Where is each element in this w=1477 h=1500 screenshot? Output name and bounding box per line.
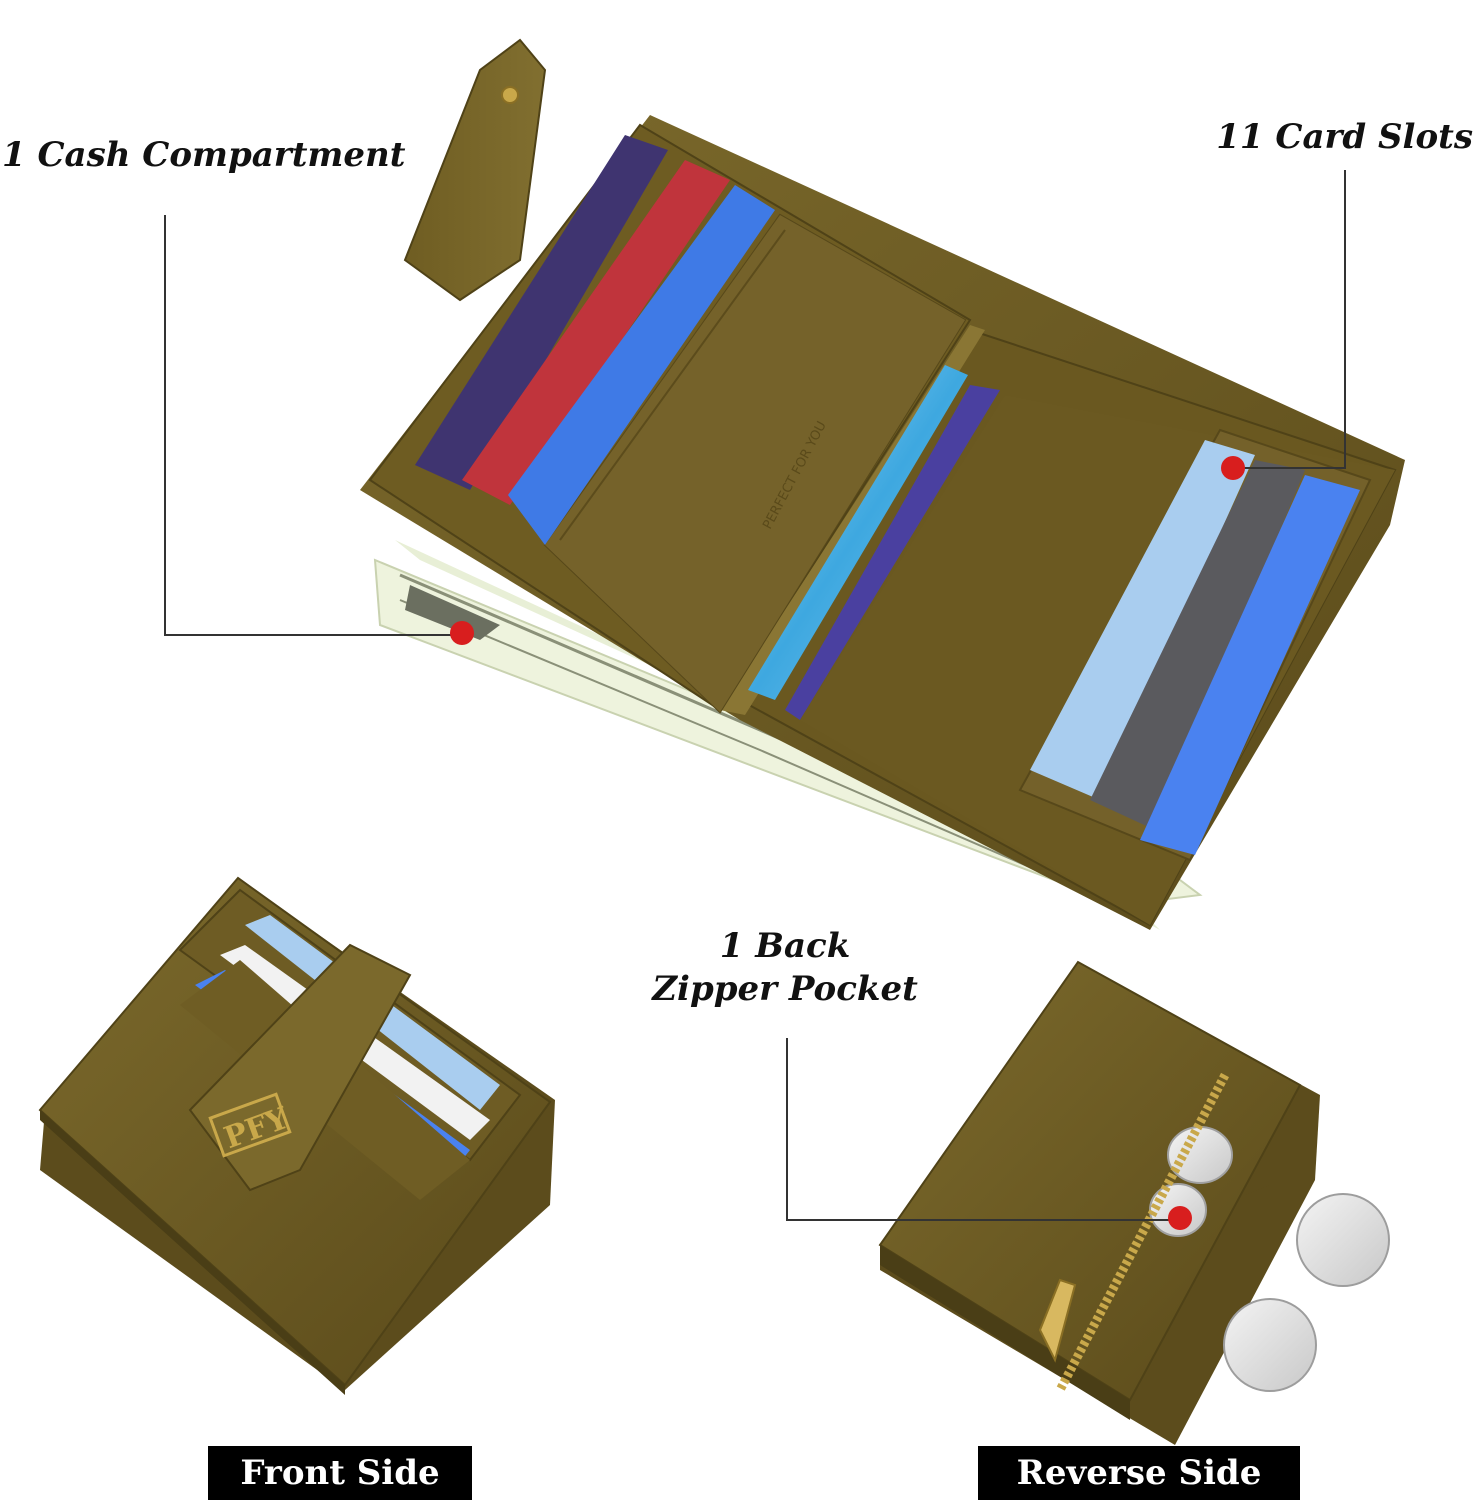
zipper-label-line2: Zipper Pocket: [652, 968, 918, 1009]
card-slots-label: 11 Card Slots: [1216, 117, 1473, 157]
card-light-blue: [1030, 440, 1255, 800]
reverse-wallet: [878, 960, 1320, 1445]
card-purple: [785, 385, 1000, 720]
coin-icon: [1296, 1193, 1390, 1287]
zipper-leader-line: [786, 1038, 1180, 1221]
card-blue: [508, 185, 775, 545]
cash-leader-line: [164, 215, 460, 636]
open-wallet: PERFECT FOR YOU: [360, 38, 1405, 930]
cards-leader-line: [1233, 170, 1346, 469]
pfy-logo: PFY: [208, 1092, 293, 1158]
front-wallet: PFY: [38, 876, 555, 1395]
coin-icon: [1167, 1126, 1233, 1184]
zipper-pocket-label: 1 Back Zipper Pocket: [650, 925, 920, 1010]
snap-button-icon: [501, 86, 519, 104]
card-blue-right: [1140, 475, 1360, 855]
marker-dot-icon: [1221, 456, 1245, 480]
card-red: [462, 160, 730, 505]
snap-tab: [403, 38, 547, 302]
coin-icon: [1223, 1298, 1317, 1392]
front-side-label: Front Side: [208, 1446, 472, 1500]
zipper-icon: [1056, 1072, 1229, 1393]
front-strap: [188, 943, 412, 1192]
card-gray: [1090, 460, 1305, 830]
marker-dot-icon: [450, 621, 474, 645]
card-holographic: [748, 365, 968, 700]
card-navy: [415, 135, 668, 490]
zipper-label-line1: 1 Back: [719, 926, 851, 966]
reverse-side-label: Reverse Side: [978, 1446, 1300, 1500]
marker-dot-icon: [1168, 1206, 1192, 1230]
cash-compartment-label: 1 Cash Compartment: [2, 135, 406, 175]
